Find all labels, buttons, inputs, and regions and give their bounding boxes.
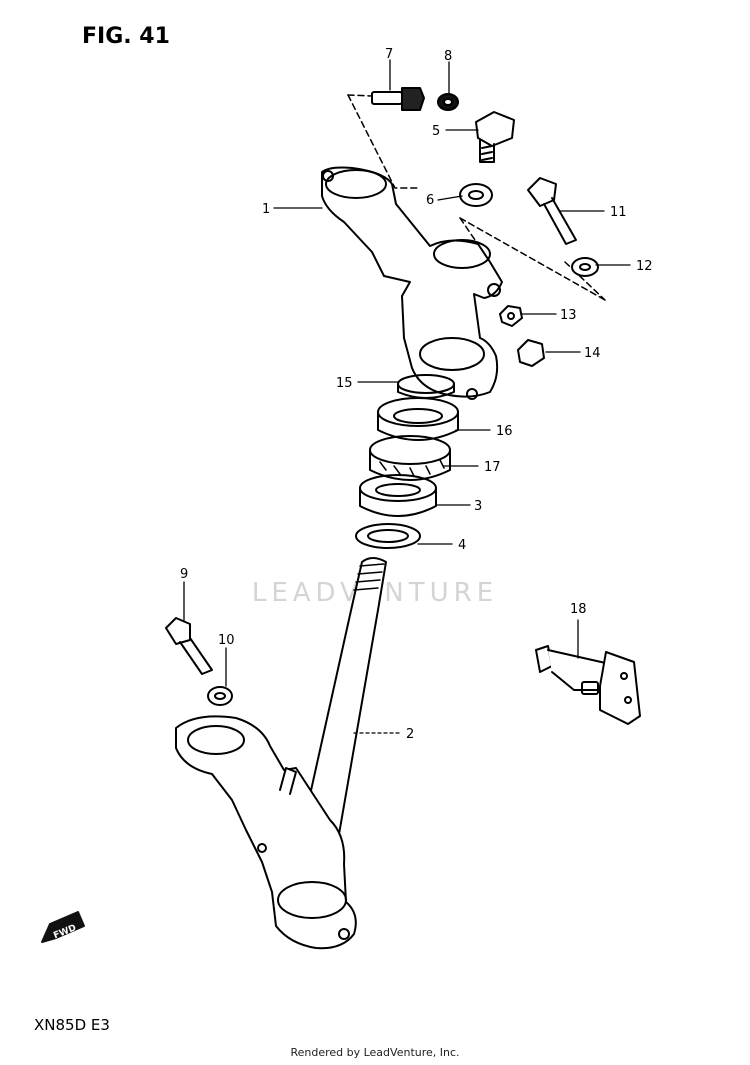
part-5-bolt (475, 111, 515, 163)
callout-5: 5 (432, 124, 440, 139)
part-11-bolt (527, 177, 577, 245)
part-1-upper-bracket (321, 166, 503, 400)
callout-14: 14 (584, 346, 601, 361)
assembly-guide-lines (347, 94, 606, 301)
part-13-nut (499, 305, 523, 327)
callout-1: 1 (262, 202, 270, 217)
forward-arrow-icon (41, 911, 85, 943)
callout-18: 18 (570, 602, 587, 617)
part-14-cap-nut (517, 339, 545, 367)
callout-6: 6 (426, 193, 434, 208)
part-12-washer (571, 257, 599, 277)
part-7-bolt (371, 87, 425, 111)
part-17-bearing (369, 435, 451, 481)
part-8-nut (437, 93, 459, 111)
part-10-washer (207, 686, 233, 706)
part-16-bearing-race (377, 397, 459, 441)
callout-10: 10 (218, 633, 235, 648)
callout-11: 11 (610, 205, 627, 220)
callout-17: 17 (484, 460, 501, 475)
render-credit: Rendered by LeadVenture, Inc. (290, 1046, 460, 1059)
part-4-seal (355, 523, 421, 549)
callout-2: 2 (406, 727, 414, 742)
callout-4: 4 (458, 538, 466, 553)
part-3-bearing-race (359, 474, 437, 517)
callout-16: 16 (496, 424, 513, 439)
part-6-washer (459, 183, 493, 207)
part-9-bolt (165, 617, 213, 675)
part-2-steering-stem (175, 557, 387, 950)
model-code: XN85D E3 (34, 1016, 110, 1034)
callout-3: 3 (474, 499, 482, 514)
leader-lines (183, 59, 631, 734)
callout-9: 9 (180, 567, 188, 582)
callout-13: 13 (560, 308, 577, 323)
callout-12: 12 (636, 259, 653, 274)
callout-8: 8 (444, 49, 452, 64)
figure-title: FIG. 41 (82, 24, 170, 49)
callout-15: 15 (336, 376, 353, 391)
callout-7: 7 (385, 47, 393, 62)
part-18-steering-lock (535, 645, 641, 725)
